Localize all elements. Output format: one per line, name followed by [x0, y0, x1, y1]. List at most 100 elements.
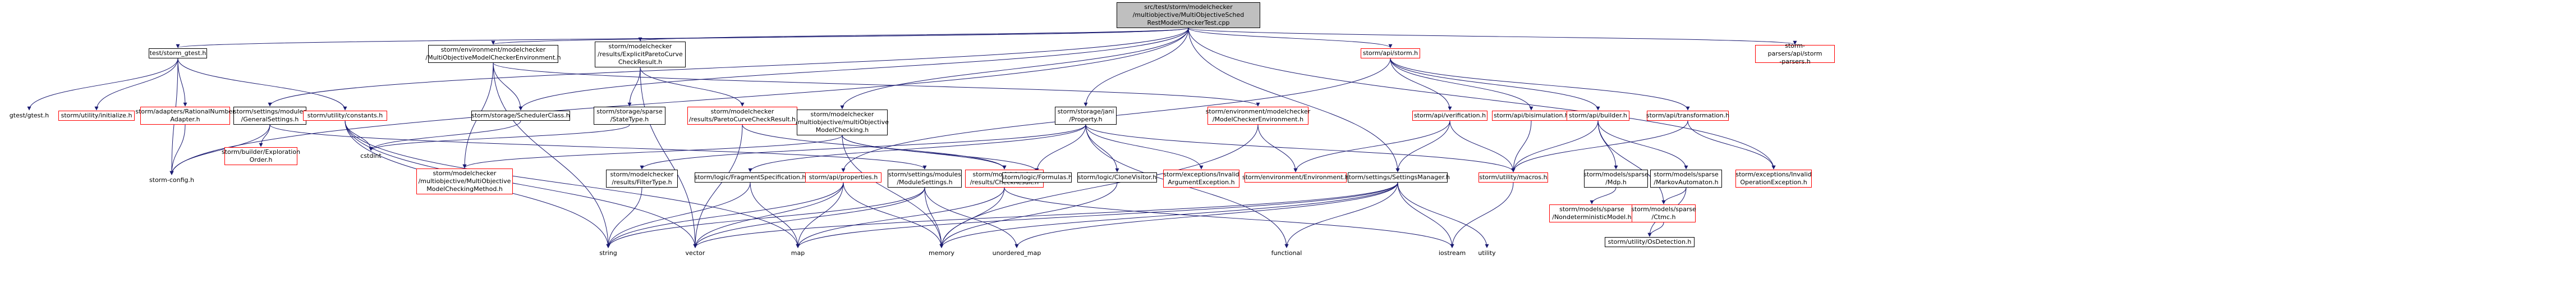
include-node-string[interactable]: string: [595, 248, 622, 258]
include-node-test-storm-gtest[interactable]: test/storm_gtest.h: [149, 48, 207, 58]
include-node-storm-config[interactable]: storm-config.h: [147, 175, 196, 185]
edge-api_properties-to-map: [796, 182, 844, 248]
node-label: storm/environment/modelchecker/ModelChec…: [1205, 108, 1311, 123]
edge-api_transformation-to-util_macros: [1511, 120, 1688, 172]
include-node-util-macros[interactable]: storm/utility/macros.h: [1478, 172, 1548, 183]
include-node-mo-checking-method[interactable]: storm/modelchecker/multiobjective/MultiO…: [416, 169, 513, 194]
include-node-clone-visitor[interactable]: storm/logic/CloneVisitor.h: [1077, 172, 1157, 183]
edge-mo_model_checking-to-memory: [842, 135, 944, 248]
node-label: storm/settings/modules/GeneralSettings.h: [233, 108, 307, 123]
include-node-cstdint[interactable]: cstdint: [357, 151, 385, 161]
include-node-mo-model-checking[interactable]: storm/modelchecker/multiobjective/multiO…: [796, 110, 889, 135]
include-node-explicit-pareto[interactable]: storm/modelchecker/results/ExplicitParet…: [595, 42, 686, 67]
include-node-iostream[interactable]: iostream: [1436, 248, 1468, 258]
edge-api_storm-to-api_transformation: [1390, 58, 1690, 111]
include-node-map[interactable]: map: [786, 248, 810, 258]
include-node-parser-api[interactable]: storm-parsers/api/storm-parsers.h: [1755, 42, 1835, 65]
include-node-env-mc[interactable]: storm/environment/modelchecker/ModelChec…: [1205, 107, 1311, 125]
node-label: storm/modelchecker/results/ParetoCurveCh…: [689, 108, 796, 123]
edge-layer: [27, 28, 1797, 248]
edge-settings_manager-to-memory: [939, 182, 1398, 248]
edge-settings_manager-to-vector: [693, 182, 1398, 248]
edge-env_mc-to-env: [1257, 124, 1298, 172]
include-node-logic-formulas[interactable]: storm/logic/Formulas.h: [1002, 172, 1072, 183]
edge-settings_module-to-vector: [693, 187, 925, 248]
node-label: storm/models/sparse/Ctmc.h: [1631, 206, 1696, 221]
include-node-util-initialize[interactable]: storm/utility/initialize.h: [58, 111, 135, 121]
edge-jani_property-to-fragment_spec: [748, 124, 1086, 172]
node-label: storm/storage/sparse/StateType.h: [596, 108, 663, 123]
include-node-pareto-curve-result[interactable]: storm/modelchecker/results/ParetoCurveCh…: [687, 107, 797, 125]
include-node-settings-module[interactable]: storm/settings/modules/ModuleSettings.h: [888, 170, 962, 188]
include-node-fragment-spec[interactable]: storm/logic/FragmentSpecification.h: [695, 172, 806, 183]
edge-fragment_spec-to-map: [750, 182, 800, 248]
node-label: storm/api/builder.h: [1569, 112, 1627, 119]
include-node-api-verification[interactable]: storm/api/verification.h: [1412, 111, 1487, 121]
edge-settings_manager-to-map: [796, 182, 1398, 248]
edge-root-to-parser_api: [1188, 28, 1797, 45]
include-node-os-detection[interactable]: storm/utility/OsDetection.h: [1605, 237, 1695, 247]
node-label: storm/utility/macros.h: [1479, 174, 1548, 181]
node-label: storm/api/bisimulation.h: [1494, 112, 1569, 119]
edge-api_verification-to-env: [1293, 120, 1450, 172]
edge-api_storm-to-api_builder: [1390, 58, 1600, 111]
include-node-unordered-map[interactable]: unordered_map: [991, 248, 1042, 258]
node-label: storm/modelchecker/results/FilterType.h: [610, 171, 674, 186]
node-label: storm/logic/FragmentSpecification.h: [694, 174, 806, 181]
include-node-api-builder[interactable]: storm/api/builder.h: [1567, 111, 1629, 121]
edge-test_storm_gtest-to-util_constants: [177, 58, 347, 111]
include-node-vector[interactable]: vector: [682, 248, 709, 258]
node-label: storm/environment/modelchecker/MultiObje…: [425, 46, 561, 61]
include-node-ctmc[interactable]: storm/models/sparse/Ctmc.h: [1631, 204, 1696, 222]
node-label: iostream: [1438, 249, 1466, 257]
edge-clone_visitor-to-memory: [939, 182, 1118, 248]
edge-root-to-scheduler_class: [518, 28, 1189, 111]
include-node-scheduler-class[interactable]: storm/storage/SchedulerClass.h: [471, 111, 570, 121]
include-node-models-mdp[interactable]: storm/models/sparse/Mdp.h: [1583, 170, 1649, 188]
include-node-api-properties[interactable]: storm/api/properties.h: [805, 172, 881, 183]
node-label: storm/utility/OsDetection.h: [1608, 238, 1692, 245]
include-node-env[interactable]: storm/environment/Environment.h: [1242, 172, 1349, 183]
edge-env_mc_mo-to-string: [493, 62, 610, 248]
include-node-memory[interactable]: memory: [926, 248, 957, 258]
edge-util_constants-to-map: [345, 120, 800, 248]
node-label: gtest/gtest.h: [9, 112, 49, 119]
include-node-utility[interactable]: utility: [1473, 248, 1501, 258]
edge-settings_general-to-builder_exploration: [259, 124, 270, 147]
node-label: storm/modelchecker/multiobjective/MultiO…: [418, 170, 511, 193]
edge-settings_module-to-memory: [924, 187, 944, 248]
include-node-settings-manager[interactable]: storm/settings/SettingsManager.h: [1346, 172, 1450, 183]
include-node-api-storm[interactable]: storm/api/storm.h: [1361, 48, 1420, 58]
edge-api_storm-to-api_bisimulation: [1390, 58, 1533, 111]
include-node-env-mc-mo[interactable]: storm/environment/modelchecker/MultiObje…: [425, 45, 561, 63]
edge-ctmc-to-os_detection: [1647, 222, 1664, 237]
node-label: test/storm_gtest.h: [149, 49, 206, 57]
include-node-state-type[interactable]: storm/storage/sparse/StateType.h: [594, 107, 665, 125]
include-node-functional[interactable]: functional: [1268, 248, 1305, 258]
include-node-markov-automaton[interactable]: storm/models/sparse/MarkovAutomaton.h: [1650, 170, 1722, 188]
edge-settings_manager-to-utility: [1397, 182, 1489, 248]
node-label: storm/environment/Environment.h: [1242, 174, 1349, 181]
include-node-nondet-model[interactable]: storm/models/sparse/NondeterministicMode…: [1549, 204, 1634, 222]
edge-explicit_pareto-to-state_type: [627, 67, 641, 107]
edge-test_storm_gtest-to-util_initialize: [94, 58, 178, 111]
include-node-api-transformation[interactable]: storm/api/transformation.h: [1646, 111, 1729, 121]
edge-root-to-settings_general: [268, 28, 1189, 107]
node-label: src/test/storm/modelchecker/multiobjecti…: [1132, 3, 1245, 26]
include-node-settings-general[interactable]: storm/settings/modules/GeneralSettings.h: [233, 107, 306, 125]
edge-settings_module-to-unordered_map: [924, 187, 1019, 248]
include-node-filter-type[interactable]: storm/modelchecker/results/FilterType.h: [606, 170, 678, 188]
include-node-jani-property[interactable]: storm/storage/jani/Property.h: [1055, 107, 1117, 125]
edge-filter_type-to-string: [606, 187, 642, 248]
edge-test_storm_gtest-to-adapters_rational: [177, 58, 187, 107]
include-node-gtest[interactable]: gtest/gtest.h: [7, 111, 52, 121]
node-label: storm/models/sparse/MarkovAutomaton.h: [1654, 171, 1719, 186]
include-node-util-constants[interactable]: storm/utility/constants.h: [303, 111, 387, 121]
include-node-api-bisimulation[interactable]: storm/api/bisimulation.h: [1492, 111, 1571, 121]
edge-util_constants-to-vector: [345, 120, 697, 248]
